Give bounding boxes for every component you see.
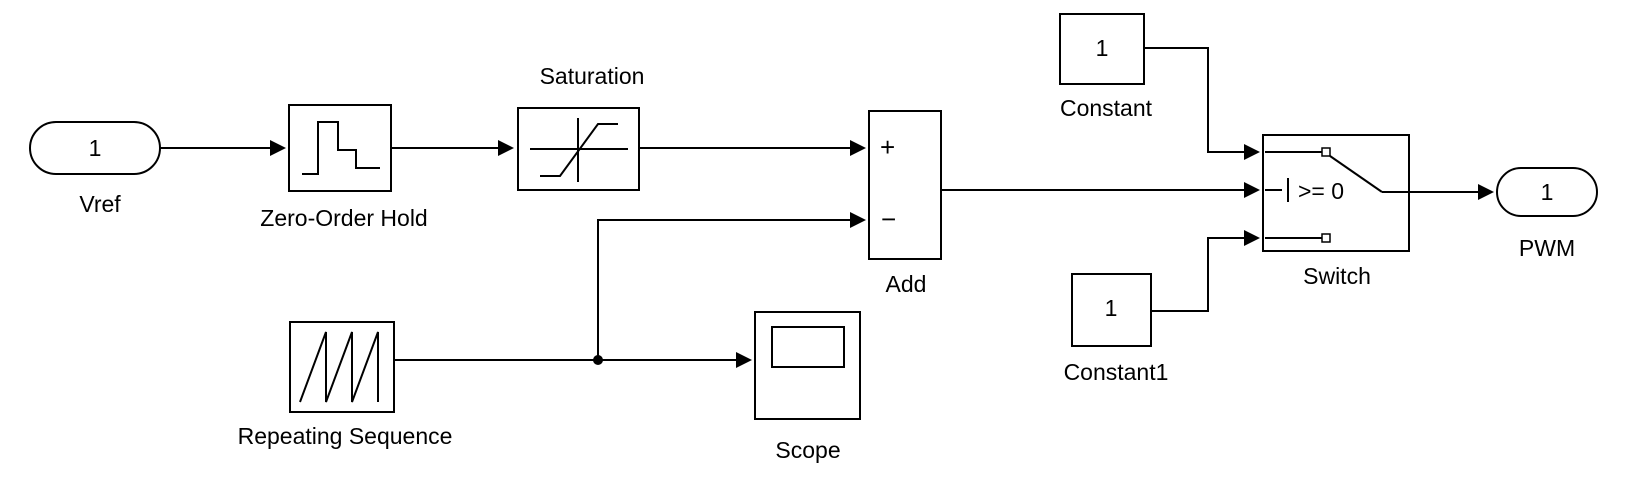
switch-block[interactable]: >= 0 (1262, 134, 1410, 252)
saturation-block[interactable] (517, 107, 640, 191)
constant-block[interactable]: 1 (1059, 13, 1145, 85)
switch-threshold: >= 0 (1298, 178, 1344, 204)
arrow-switch-ctrl-in (1244, 182, 1260, 198)
add-minus-sign: − (881, 204, 896, 234)
arrow-zoh-in (270, 140, 286, 156)
wire-constant-to-switch (1144, 47, 1246, 153)
repeating-sequence-label: Repeating Sequence (238, 423, 453, 449)
arrow-pwm-in (1478, 184, 1494, 200)
pwm-outport-block[interactable]: 1 (1496, 167, 1598, 217)
constant1-value: 1 (1105, 295, 1118, 321)
constant1-block[interactable]: 1 (1071, 273, 1152, 347)
constant-label: Constant (1060, 95, 1153, 121)
arrow-add-plus-in (850, 140, 866, 156)
constant1-label: Constant1 (1064, 359, 1169, 385)
scope-block[interactable] (754, 311, 861, 420)
wire-constant1-to-switch (1152, 237, 1246, 312)
scope-screen-icon (771, 326, 845, 368)
constant-value: 1 (1096, 35, 1109, 61)
add-block[interactable]: + − (868, 110, 942, 260)
arrow-saturation-in (498, 140, 514, 156)
saturation-icon (530, 118, 628, 182)
repeating-sequence-block[interactable] (289, 321, 395, 413)
arrow-scope-in (736, 352, 752, 368)
sawtooth-icon (299, 331, 379, 403)
switch-icon (1265, 147, 1409, 243)
arrow-switch-bottom-in (1244, 230, 1260, 246)
branch-point (593, 355, 603, 365)
vref-label: Vref (79, 191, 121, 217)
zero-order-hold-label: Zero-Order Hold (260, 205, 427, 231)
switch-label: Switch (1303, 263, 1371, 289)
add-label: Add (886, 271, 927, 297)
wire-branch-to-add-minus (597, 219, 852, 360)
signal-lines (160, 47, 1494, 368)
pwm-port-number: 1 (1541, 179, 1554, 205)
arrow-add-minus-in (850, 212, 866, 228)
pwm-label: PWM (1519, 235, 1575, 261)
arrow-switch-top-in (1244, 144, 1260, 160)
vref-port-number: 1 (89, 135, 102, 161)
vref-inport-block[interactable]: 1 (29, 121, 161, 175)
saturation-label: Saturation (540, 63, 645, 89)
zero-order-hold-icon (302, 121, 380, 175)
add-plus-sign: + (880, 132, 895, 162)
scope-label: Scope (775, 437, 840, 463)
zero-order-hold-block[interactable] (288, 104, 392, 192)
